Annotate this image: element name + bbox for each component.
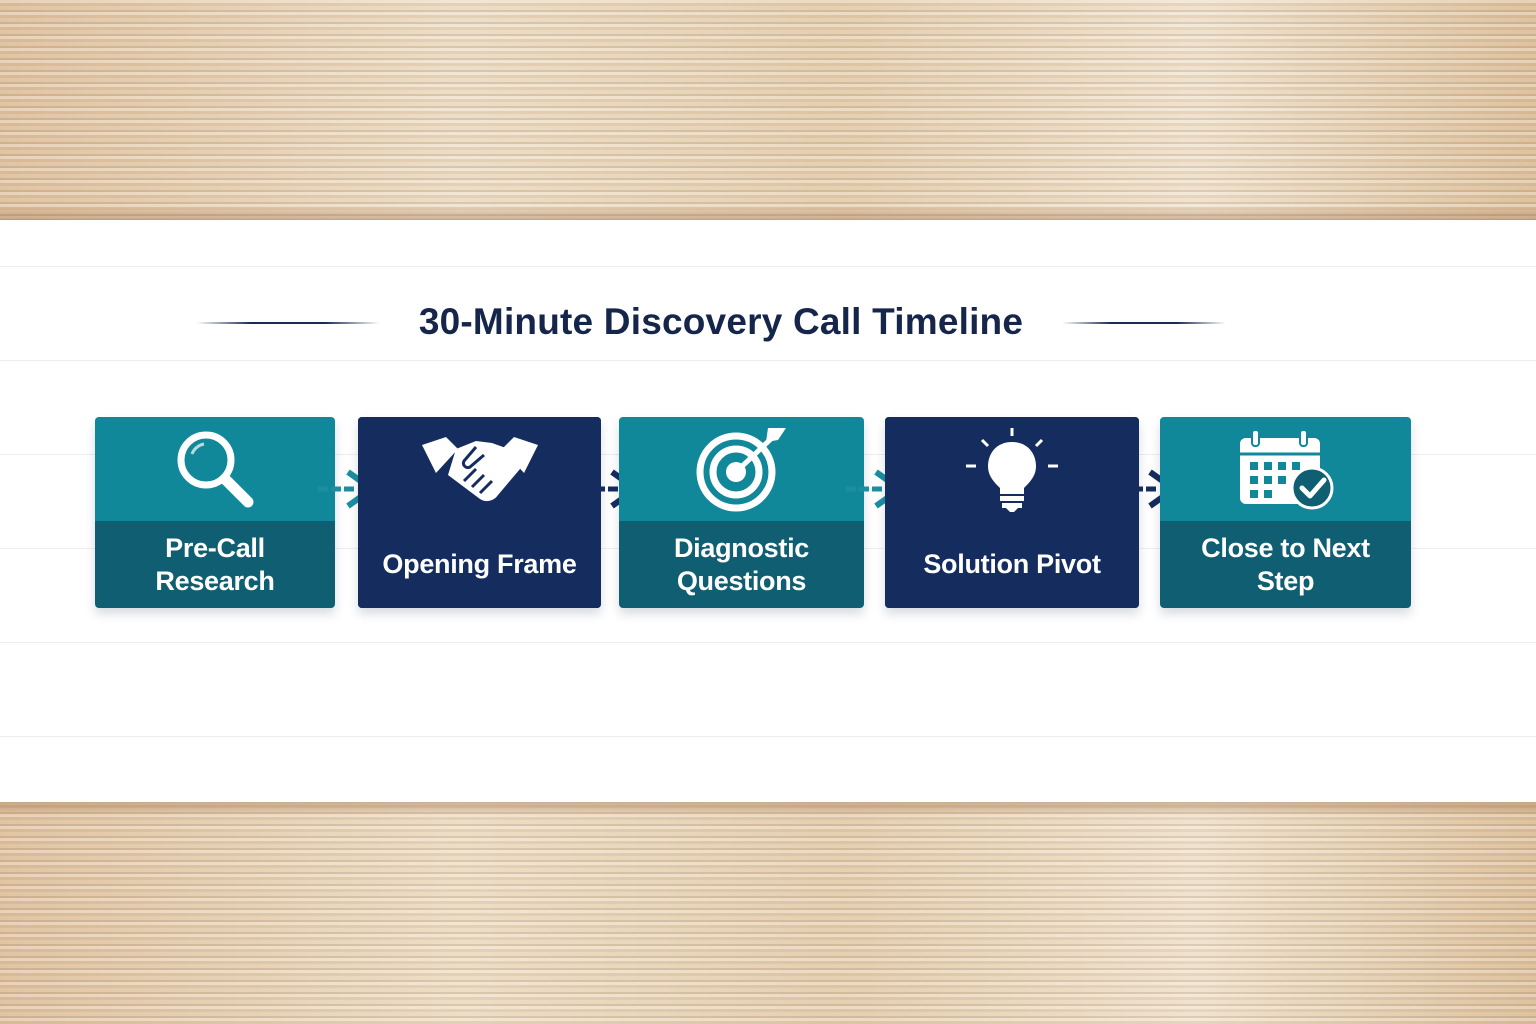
step-label: Diagnostic Questions xyxy=(673,532,810,596)
step-close-to-next-step: Close to Next Step xyxy=(1160,417,1411,608)
diagram-title: 30-Minute Discovery Call Timeline xyxy=(418,301,1024,342)
title-rule-left xyxy=(196,322,380,324)
step-label: Solution Pivot xyxy=(923,549,1101,579)
target-icon xyxy=(696,428,786,512)
step-opening-frame: Opening Frame xyxy=(358,417,601,608)
title-rule-right xyxy=(1062,322,1226,324)
step-pre-call-research: Pre-Call Research xyxy=(95,417,335,608)
calendar-check-icon xyxy=(1239,429,1333,510)
wood-background-top xyxy=(0,0,1536,220)
step-icon-area xyxy=(95,417,335,521)
step-icon-area xyxy=(1160,417,1411,521)
wood-background-bottom xyxy=(0,802,1536,1024)
step-icon-area xyxy=(619,417,864,521)
step-label-area: Pre-Call Research xyxy=(95,521,335,608)
step-label-area: Solution Pivot xyxy=(885,521,1139,608)
handshake-icon xyxy=(421,437,538,502)
step-diagnostic-questions: Diagnostic Questions xyxy=(619,417,864,608)
step-icon-area xyxy=(885,417,1139,521)
lightbulb-icon xyxy=(966,428,1058,512)
step-label: Close to Next Step xyxy=(1201,532,1370,596)
step-label: Opening Frame xyxy=(382,549,577,579)
magnifying-glass-icon xyxy=(177,431,254,508)
step-label-area: Close to Next Step xyxy=(1160,521,1411,608)
step-label-area: Opening Frame xyxy=(358,521,601,608)
step-solution-pivot: Solution Pivot xyxy=(885,417,1139,608)
title-row: 30-Minute Discovery Call Timeline xyxy=(0,292,1536,352)
step-icon-area xyxy=(358,417,601,521)
step-label-area: Diagnostic Questions xyxy=(619,521,864,608)
step-label: Pre-Call Research xyxy=(155,532,275,596)
